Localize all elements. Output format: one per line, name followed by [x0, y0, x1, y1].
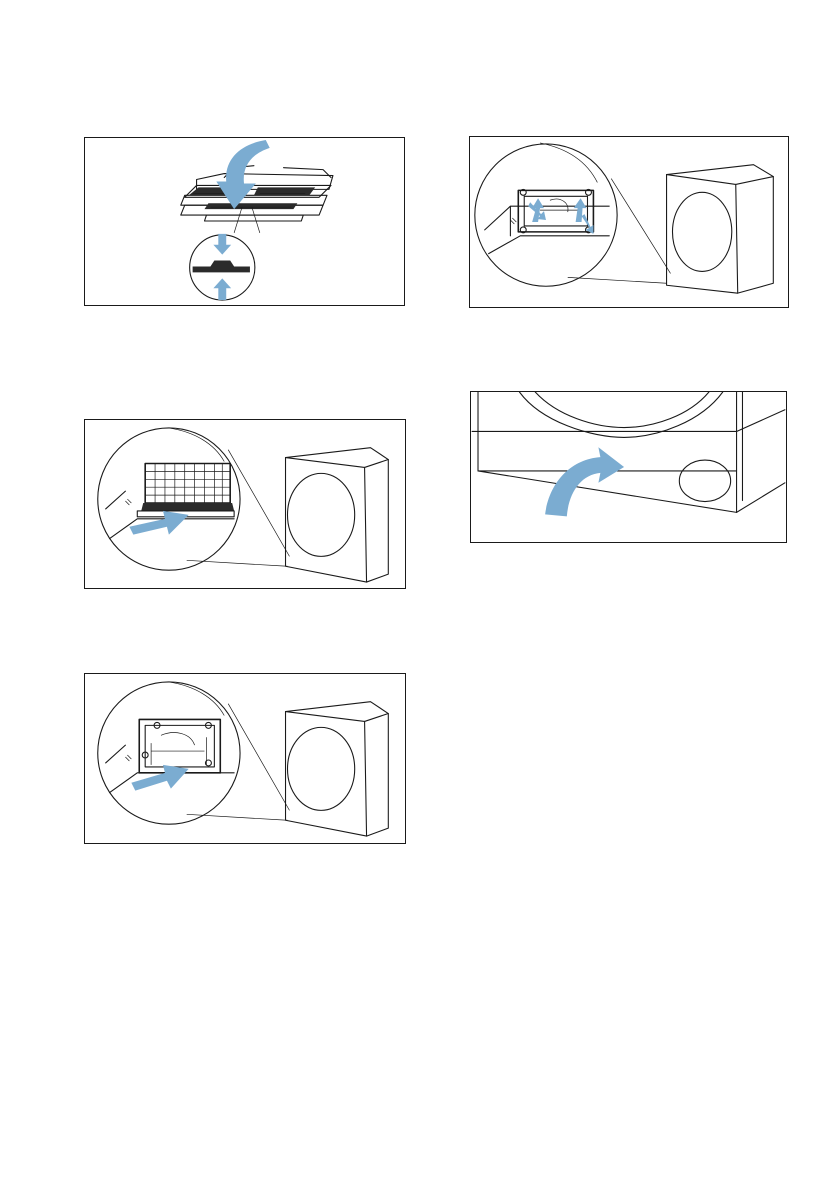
figure-filter-seal [84, 137, 405, 306]
figure-grille-insert [84, 673, 406, 844]
cover-latch-unlock-icon [470, 137, 788, 307]
figure-filter-insert [84, 419, 406, 589]
figure-cover-latch [469, 136, 789, 308]
figure-flap-close [470, 391, 787, 543]
maintenance-flap-close-icon [471, 392, 786, 542]
grille-insert-icon [85, 674, 405, 843]
filter-seal-insert-icon [85, 138, 404, 305]
filter-insert-icon [85, 420, 405, 588]
